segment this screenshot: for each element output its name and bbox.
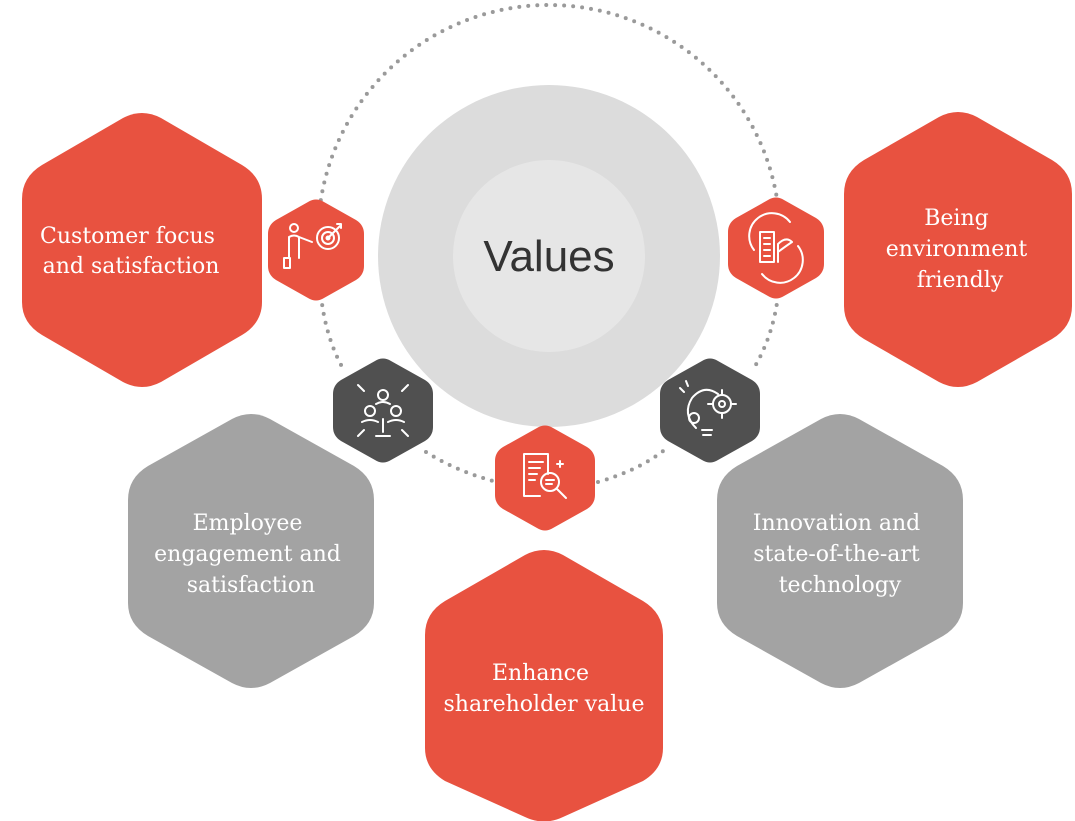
icon-hexagon (333, 358, 433, 463)
dotted-orbit (596, 446, 669, 484)
eco-building-icon (728, 197, 824, 299)
hex-label: Employee engagement and satisfaction (154, 511, 348, 598)
hex-label-line: Innovation and (753, 511, 920, 536)
team-engagement-icon (333, 358, 433, 463)
hex-label-line: satisfaction (187, 573, 315, 598)
dotted-orbit (316, 3, 782, 238)
value-environment: Being environment friendly (844, 112, 1072, 387)
inner-circle (453, 160, 645, 352)
value-customer: Customer focus and satisfaction (22, 113, 262, 387)
icon-hexagon (728, 197, 824, 299)
hex-label-line: friendly (917, 268, 1004, 293)
hex-label-line: engagement and (154, 542, 341, 567)
value-shareholder: Enhance shareholder value (425, 550, 663, 821)
icon-hexagon (660, 358, 760, 463)
hex-label-line: environment (886, 237, 1028, 262)
icon-hexagon (495, 425, 595, 531)
hex-label-line: Employee (193, 511, 303, 536)
hexagon-shape (128, 414, 374, 688)
hexagon-shape (717, 414, 963, 688)
hex-label: Being environment friendly (886, 206, 1034, 293)
target-person-icon (268, 199, 364, 301)
hexagon-shape (425, 550, 663, 821)
hex-label-line: Customer focus (40, 224, 215, 249)
hex-label-line: technology (779, 573, 902, 598)
hexagon-shape (844, 112, 1072, 387)
document-search-icon (495, 425, 595, 531)
center-title: Values (483, 232, 614, 281)
hex-label-line: shareholder value (444, 692, 645, 717)
hex-label: Innovation and state-of-the-art technolo… (753, 511, 927, 598)
hex-label-line: and satisfaction (43, 254, 220, 279)
gear-lightbulb-icon (660, 358, 760, 463)
dotted-orbit (752, 294, 780, 370)
hex-label-line: Enhance (492, 661, 589, 686)
hexagon-shape (22, 113, 262, 387)
dotted-orbit (319, 294, 347, 374)
hex-label: Customer focus and satisfaction (40, 224, 222, 279)
icon-hexagon (268, 199, 364, 301)
hex-label: Enhance shareholder value (444, 661, 645, 717)
dotted-orbit (424, 450, 499, 484)
hex-label-line: state-of-the-art (753, 542, 920, 567)
value-innovation: Innovation and state-of-the-art technolo… (717, 414, 963, 688)
value-employee: Employee engagement and satisfaction (128, 414, 374, 688)
hex-label-line: Being (924, 206, 988, 231)
